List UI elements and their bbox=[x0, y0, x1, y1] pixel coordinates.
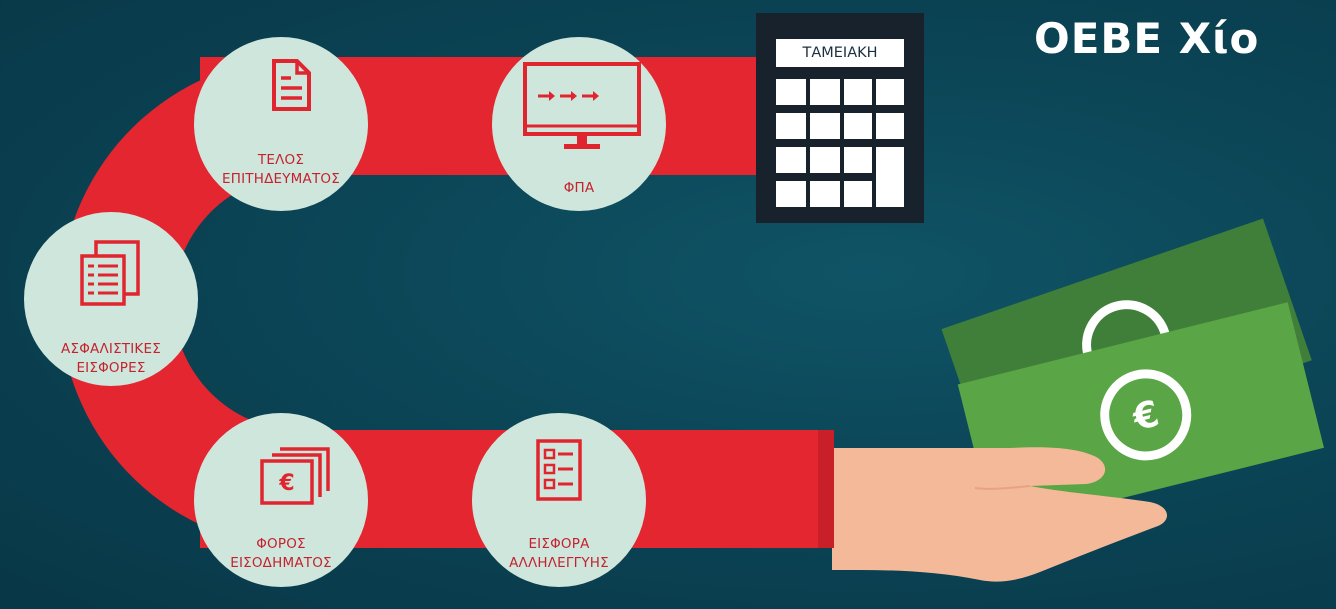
step-vat: ΦΠΑ bbox=[492, 37, 666, 211]
calculator-key bbox=[844, 181, 872, 207]
calculator-key bbox=[810, 113, 840, 139]
stacked-documents-icon bbox=[80, 240, 140, 306]
calculator-key bbox=[810, 79, 840, 105]
step-solidarity-contribution: ΕΙΣΦΟΡΑ ΑΛΛΗΛΕΓΓΥΗΣ bbox=[472, 413, 646, 587]
calculator-key bbox=[776, 147, 806, 173]
calculator-key bbox=[844, 147, 872, 173]
document-icon bbox=[272, 59, 311, 111]
checklist-icon bbox=[536, 439, 582, 501]
calculator-key bbox=[776, 79, 806, 105]
calculator-key bbox=[776, 113, 806, 139]
hand bbox=[832, 447, 1168, 582]
step-label: ΕΙΣΦΟΡΑ ΑΛΛΗΛΕΓΓΥΗΣ bbox=[509, 536, 609, 571]
calculator-display: ΤΑΜΕΙΑΚΗ bbox=[776, 39, 904, 67]
euro-bills-icon: € bbox=[260, 447, 330, 505]
calculator-key bbox=[810, 147, 840, 173]
monitor-arrows-icon bbox=[523, 62, 641, 149]
step-label: ΑΣΦΑΛΙΣΤΙΚΕΣ ΕΙΣΦΟΡΕΣ bbox=[61, 341, 161, 376]
step-business-fee: ΤΕΛΟΣ ΕΠΙΤΗΔΕΥΜΑΤΟΣ bbox=[194, 37, 368, 211]
step-income-tax: € ΦΟΡΟΣ ΕΙΣΟΔΗΜΑΤΟΣ bbox=[194, 413, 368, 587]
euro-symbol: € bbox=[278, 471, 294, 496]
page-title: ΟΕΒΕ Χίο bbox=[1034, 14, 1260, 63]
calculator-key bbox=[876, 147, 904, 207]
calculator-key bbox=[810, 181, 840, 207]
calculator-key bbox=[776, 181, 806, 207]
calculator-key bbox=[876, 79, 904, 105]
calculator-key bbox=[844, 79, 872, 105]
sleeve-cuff bbox=[818, 430, 834, 548]
step-insurance-contributions: ΑΣΦΑΛΙΣΤΙΚΕΣ ΕΙΣΦΟΡΕΣ bbox=[24, 212, 198, 386]
calculator-key bbox=[844, 113, 872, 139]
step-label: ΦΟΡΟΣ ΕΙΣΟΔΗΜΑΤΟΣ bbox=[230, 536, 332, 571]
calculator-key bbox=[876, 113, 904, 139]
step-label: ΦΠΑ bbox=[563, 180, 595, 196]
calculator-icon: ΤΑΜΕΙΑΚΗ bbox=[756, 13, 924, 223]
step-label: ΤΕΛΟΣ ΕΠΙΤΗΔΕΥΜΑΤΟΣ bbox=[222, 152, 340, 187]
